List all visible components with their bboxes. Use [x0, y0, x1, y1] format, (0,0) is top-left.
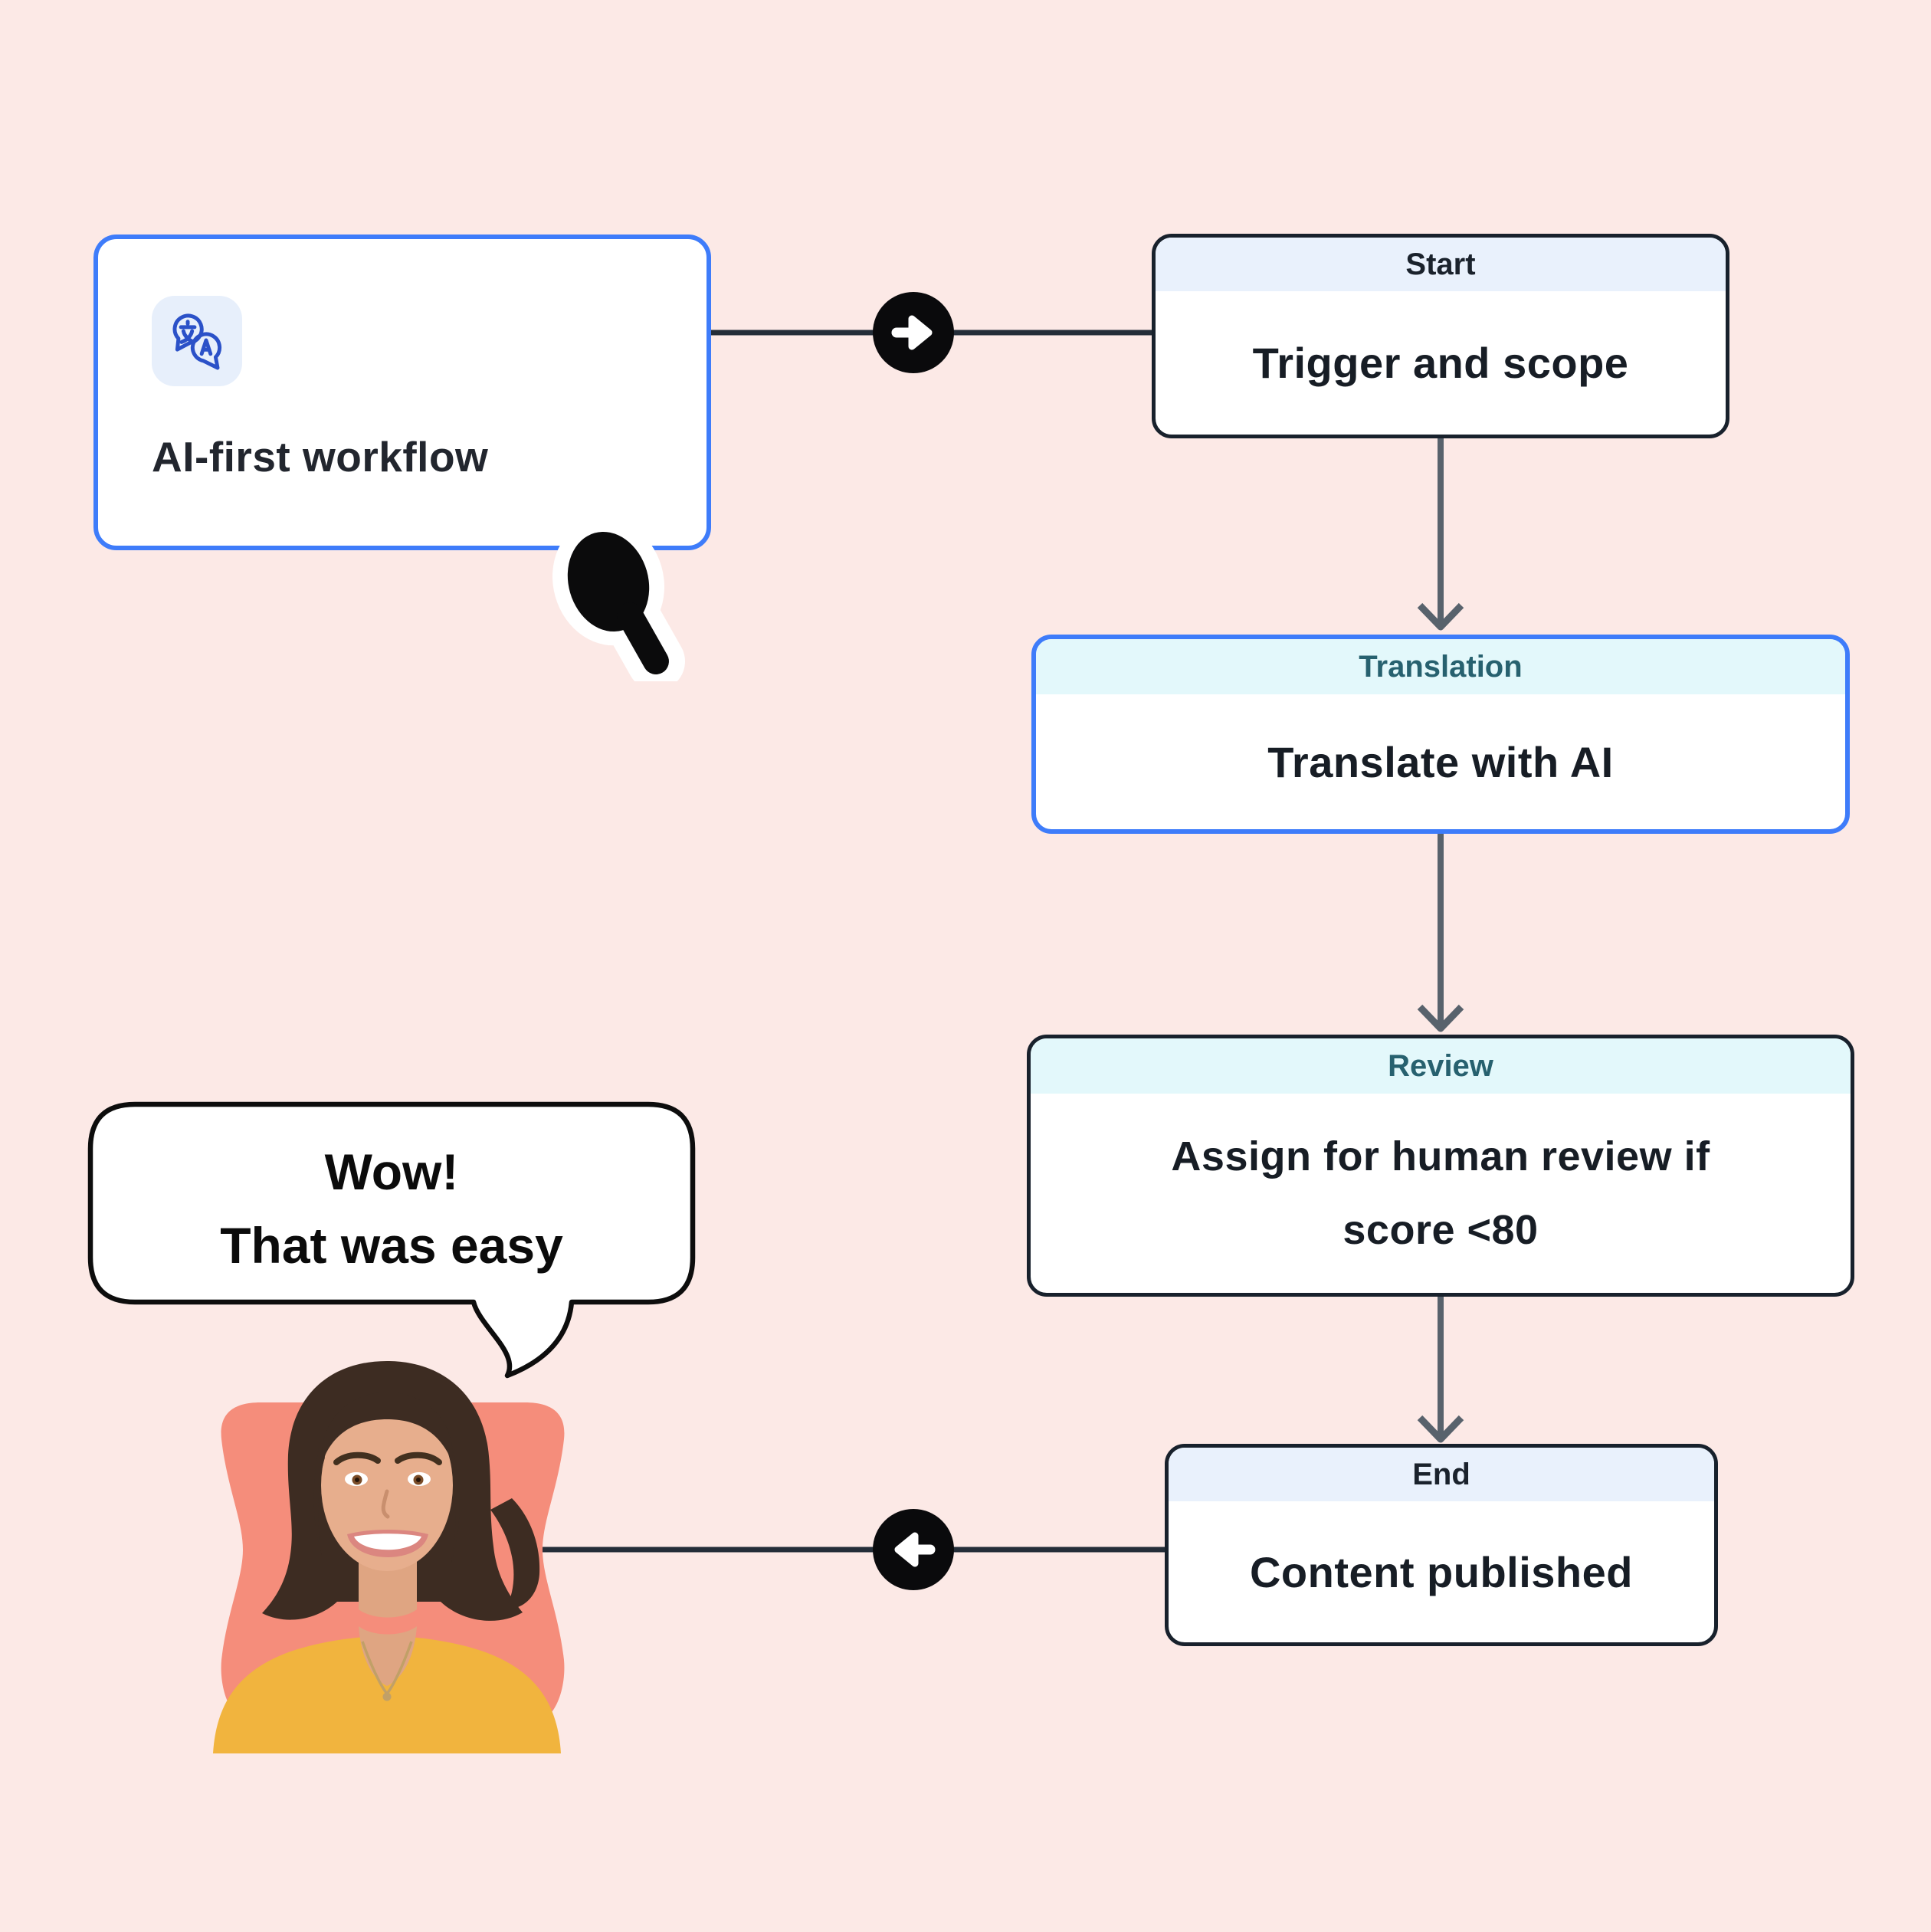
workflow-card[interactable]: AI-first workflow	[93, 235, 711, 550]
arrow-down-icon	[1417, 602, 1464, 631]
connector-start-to-translation	[1417, 438, 1464, 631]
speech-bubble	[87, 1101, 696, 1379]
cursor-icon	[552, 523, 685, 681]
node-start-header: Start	[1156, 238, 1726, 291]
translate-icon	[152, 296, 242, 386]
speech-bubble-line2: That was easy	[220, 1217, 563, 1274]
flow-node-start[interactable]: Start Trigger and scope	[1152, 234, 1729, 438]
workflow-card-label: AI-first workflow	[152, 433, 489, 481]
connector-review-to-end	[1417, 1297, 1464, 1443]
arrow-right-icon	[873, 292, 954, 373]
node-translation-body: Translate with AI	[1267, 737, 1614, 786]
flow-node-translation[interactable]: Translation Translate with AI	[1031, 635, 1850, 834]
node-translation-header: Translation	[1036, 639, 1845, 694]
flow-back-badge	[873, 1509, 954, 1590]
node-review-header: Review	[1031, 1038, 1851, 1094]
flow-node-end[interactable]: End Content published	[1165, 1444, 1718, 1646]
arrow-down-icon	[1417, 1415, 1464, 1443]
arrow-left-icon	[873, 1509, 954, 1590]
connector-translation-to-review	[1417, 834, 1464, 1032]
flow-forward-badge	[873, 292, 954, 373]
node-review-body-text: Assign for human review if score <80	[1171, 1133, 1710, 1253]
node-review-body: Assign for human review if score <80	[1031, 1094, 1851, 1293]
avatar	[213, 1361, 565, 1753]
arrow-down-icon	[1417, 1004, 1464, 1032]
node-end-body: Content published	[1249, 1547, 1633, 1596]
speech-bubble-line1: Wow!	[324, 1143, 459, 1200]
flow-node-review[interactable]: Review Assign for human review if score …	[1027, 1035, 1854, 1297]
speech-bubble-text: Wow! That was easy	[87, 1135, 696, 1282]
node-end-header: End	[1169, 1448, 1714, 1501]
node-start-body: Trigger and scope	[1252, 339, 1629, 387]
